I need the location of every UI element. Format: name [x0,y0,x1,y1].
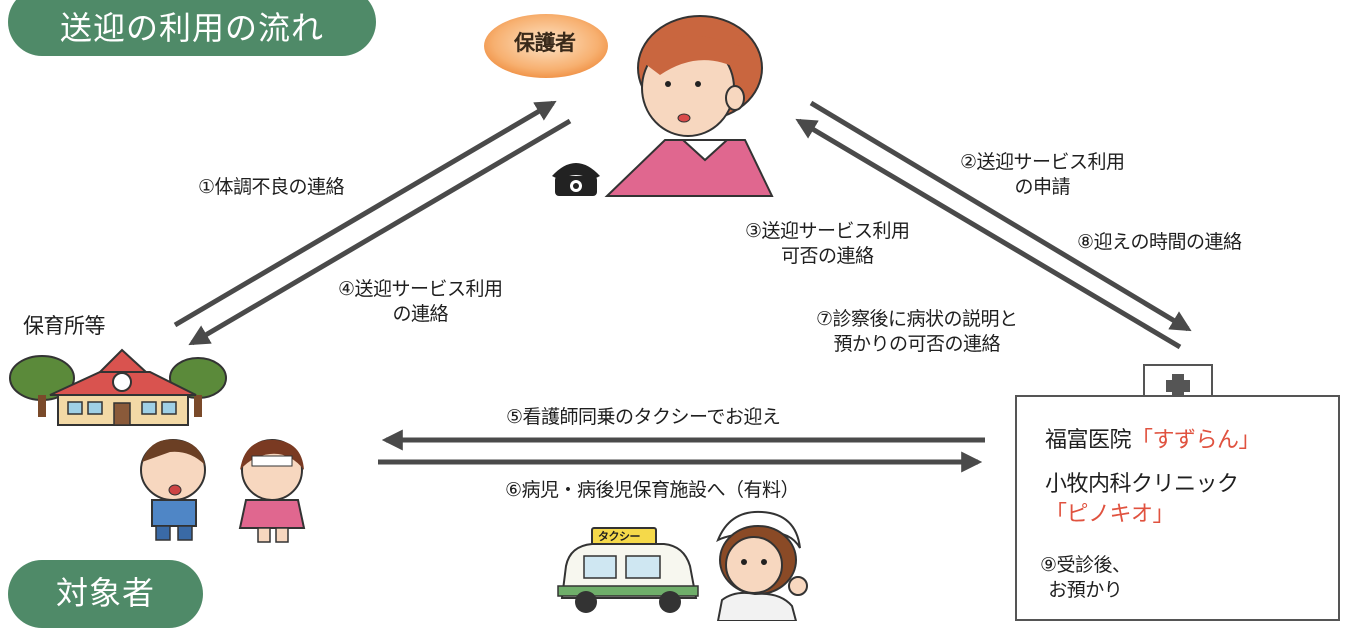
clinic-name-1-prefix: 福富医院 [1045,428,1132,453]
step6-label: ⑥病児・病後児保育施設へ（有料） [505,479,800,501]
title-banner: 送迎の利用の流れ [8,0,376,56]
clinic-box [1015,395,1340,621]
step7-line1: ⑦診察後に病状の説明と [816,308,1018,330]
step9-label: ⑨受診後、 お預かり [1040,553,1131,603]
arrow-step3 [795,118,1182,350]
taxi-sign-label: タクシー [598,530,641,543]
mother-illustration [604,15,774,197]
arrow-step4 [188,118,572,346]
step5-label: ⑤看護師同乗のタクシーでお迎え [506,406,781,428]
nurse-illustration [716,510,808,621]
step7-label: ⑦診察後に病状の説明と 預かりの可否の連絡 [816,307,1018,357]
guardian-badge [484,14,608,78]
step2-label: ②送迎サービス利用 の申請 [960,150,1125,200]
nursery-building-illustration [9,348,227,426]
medical-cross-icon [1166,374,1190,398]
taxi-illustration [557,527,699,613]
arrow-step2 [809,100,1192,332]
clinic-roof [1143,364,1213,398]
step2-line2: の申請 [1014,176,1071,198]
step8-label: ⑧迎えの時間の連絡 [1077,231,1242,253]
step7-line2: 預かりの可否の連絡 [833,333,1001,355]
step9-line2: お預かり [1048,579,1123,601]
clinic-name-2-prefix: 小牧内科クリニック [1045,472,1239,497]
step3-line1: ③送迎サービス利用 [745,220,910,242]
target-banner: 対象者 [8,560,203,628]
sick-children-illustration [140,439,306,543]
step3-label: ③送迎サービス利用 可否の連絡 [745,219,910,269]
page-title: 送迎の利用の流れ [59,9,324,47]
step1-label: ①体調不良の連絡 [198,176,345,198]
step4-label: ④送迎サービス利用 の連絡 [338,277,503,327]
guardian-label: 保護者 [514,31,576,55]
clinic-name-2: 小牧内科クリニック 「ピノキオ」 [1045,470,1239,530]
arrow-step1 [173,100,557,328]
clinic-name-2-highlight: 「ピノキオ」 [1045,502,1175,527]
clinic-name-1: 福富医院「すずらん」 [1045,426,1261,456]
step3-line2: 可否の連絡 [781,245,874,267]
step4-line1: ④送迎サービス利用 [338,278,503,300]
target-label: 対象者 [55,574,155,612]
step4-line2: の連絡 [392,303,449,325]
telephone-icon [552,163,600,196]
nursery-label: 保育所等 [23,314,106,338]
step9-line1: ⑨受診後、 [1040,554,1131,576]
step2-line1: ②送迎サービス利用 [960,151,1125,173]
clinic-name-1-highlight: 「すずらん」 [1131,428,1261,453]
